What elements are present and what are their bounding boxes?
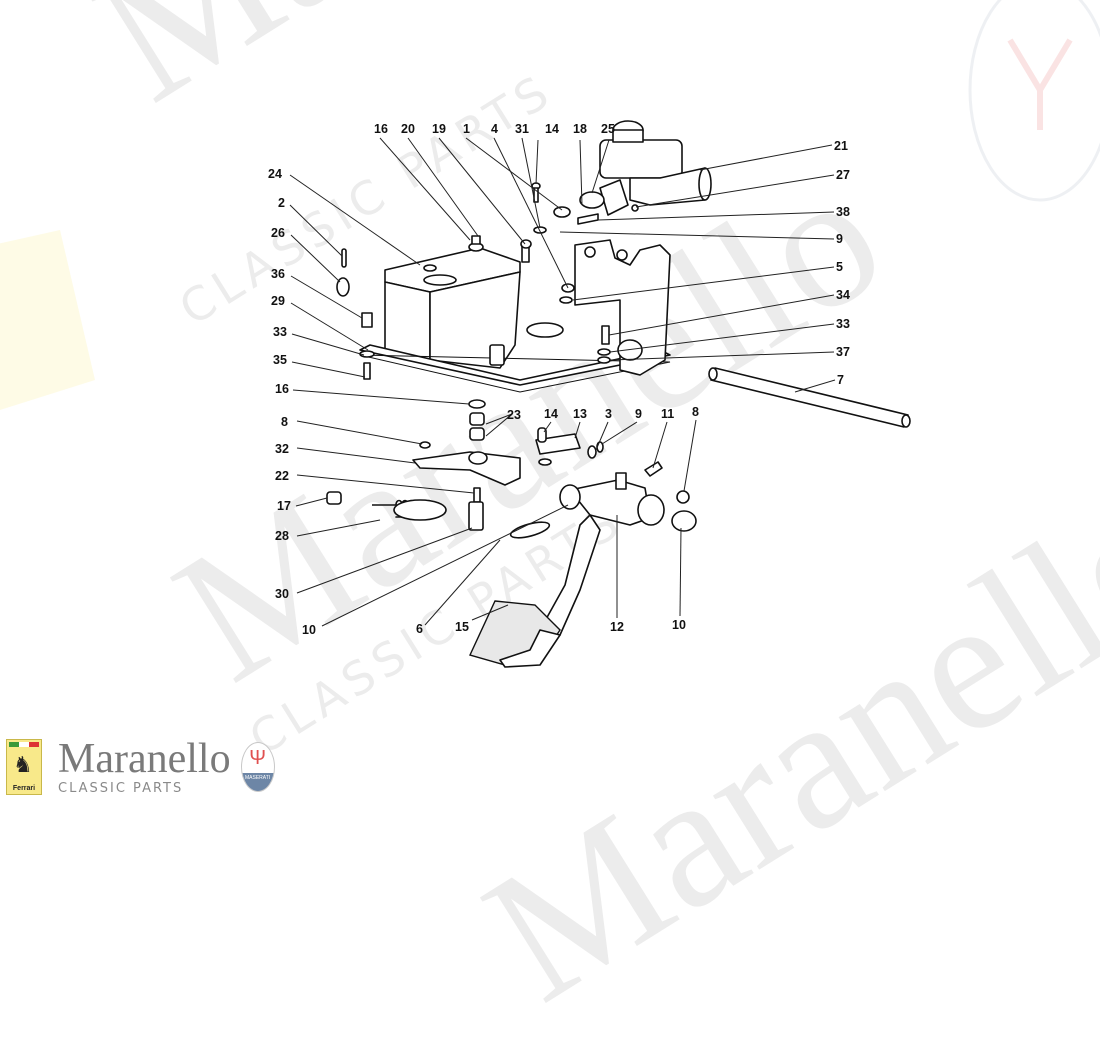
callout-22: 22 <box>275 469 289 483</box>
callout-26: 26 <box>271 226 285 240</box>
ferrari-watermark-badge <box>0 230 95 410</box>
leader-lines <box>289 137 836 627</box>
callout-24: 24 <box>268 167 282 181</box>
prancing-horse-icon: ♞ <box>13 752 33 777</box>
callout-14: 14 <box>544 407 558 421</box>
callout-37: 37 <box>836 345 850 359</box>
maserati-watermark-badge <box>968 0 1100 202</box>
callout-5: 5 <box>836 260 843 274</box>
pedal-bracket <box>574 239 671 376</box>
callout-10: 10 <box>302 623 316 637</box>
callout-33: 33 <box>836 317 850 331</box>
callout-7: 7 <box>837 373 844 387</box>
callout-15: 15 <box>455 620 469 634</box>
callout-9: 9 <box>635 407 642 421</box>
clutch-pedal <box>469 472 697 668</box>
clutch-pedal-exploded-diagram: 16 20 19 1 4 31 14 18 25 24 2 26 36 29 3… <box>0 0 1100 668</box>
clutch-lever-parts <box>326 399 663 539</box>
callout-1: 1 <box>463 122 470 136</box>
callout-27: 27 <box>836 168 850 182</box>
brand-subtitle: CLASSIC PARTS <box>58 780 184 796</box>
brand-wordmark: Maranello CLASSIC PARTS <box>58 735 231 796</box>
callout-labels: 16 20 19 1 4 31 14 18 25 24 2 26 36 29 3… <box>268 122 850 637</box>
brand-name: Maranello <box>58 735 231 782</box>
callout-8: 8 <box>281 415 288 429</box>
callout-34: 34 <box>836 288 850 302</box>
callout-33: 33 <box>273 325 287 339</box>
callout-30: 30 <box>275 587 289 601</box>
callout-18: 18 <box>573 122 587 136</box>
pedal-box-housing <box>359 247 671 393</box>
callout-38: 38 <box>836 205 850 219</box>
callout-31: 31 <box>515 122 529 136</box>
callout-13: 13 <box>573 407 587 421</box>
callout-23: 23 <box>507 408 521 422</box>
callout-14: 14 <box>545 122 559 136</box>
callout-16: 16 <box>275 382 289 396</box>
callout-25: 25 <box>601 122 615 136</box>
callout-9: 9 <box>836 232 843 246</box>
maserati-badge-icon: Ψ MASERATI <box>240 742 275 792</box>
callout-20: 20 <box>401 122 415 136</box>
callout-4: 4 <box>491 122 498 136</box>
trident-icon: Ψ <box>249 747 266 769</box>
callout-36: 36 <box>271 267 285 281</box>
callout-2: 2 <box>278 196 285 210</box>
maserati-badge-text: MASERATI <box>241 773 274 791</box>
callout-6: 6 <box>416 622 423 636</box>
ferrari-badge-text: Ferrari <box>12 785 36 792</box>
callout-17: 17 <box>277 499 291 513</box>
callout-21: 21 <box>834 139 848 153</box>
callout-32: 32 <box>275 442 289 456</box>
maranello-classic-parts-logo: ♞ Ferrari Maranello CLASSIC PARTS Ψ MASE… <box>6 736 275 798</box>
ferrari-badge-icon: ♞ Ferrari <box>6 739 42 795</box>
callout-11: 11 <box>661 407 674 421</box>
callout-16: 16 <box>374 122 388 136</box>
callout-28: 28 <box>275 529 289 543</box>
callout-10: 10 <box>672 618 686 632</box>
clutch-master-cylinder <box>579 120 712 216</box>
callout-35: 35 <box>273 353 287 367</box>
pedal-shaft-rod <box>708 367 911 428</box>
callout-29: 29 <box>271 294 285 308</box>
italian-flag-stripe <box>9 742 39 747</box>
callout-19: 19 <box>432 122 446 136</box>
callout-3: 3 <box>605 407 612 421</box>
callout-12: 12 <box>610 620 624 634</box>
callout-8: 8 <box>692 405 699 419</box>
